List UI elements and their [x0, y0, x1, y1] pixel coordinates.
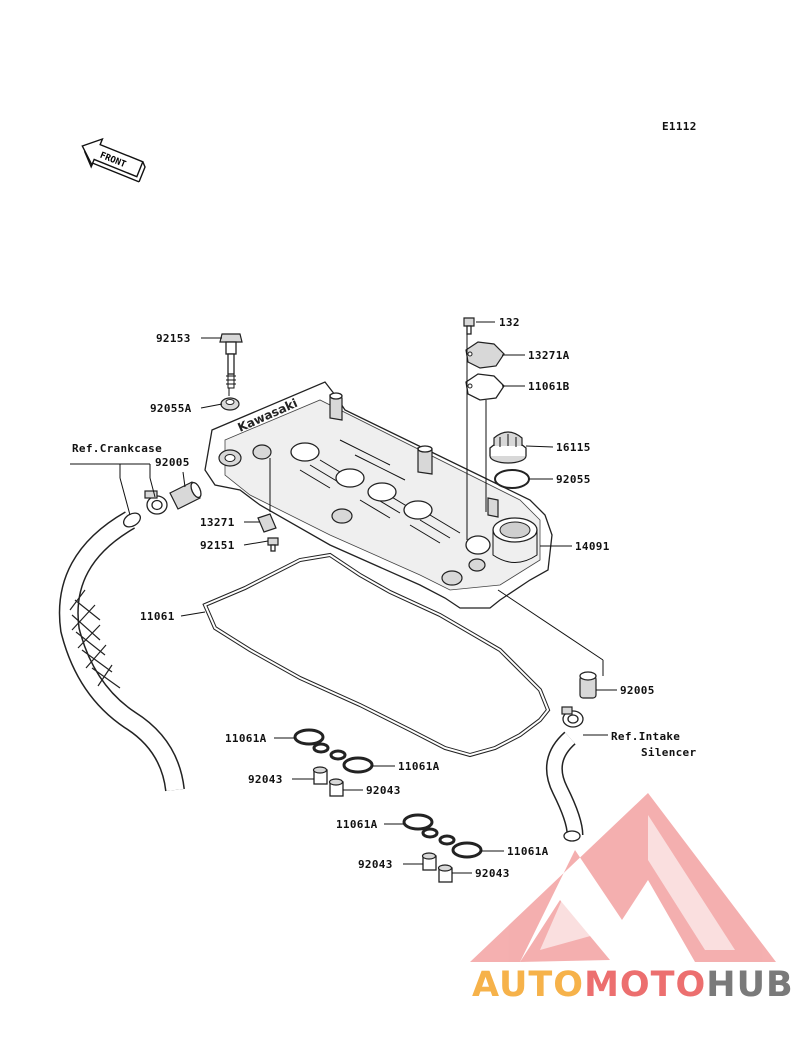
fitting-92005-right-icon [579, 671, 597, 699]
label-11061A-4: 11061A [507, 845, 549, 858]
filler-cap-16115-icon [489, 431, 527, 464]
label-13271A: 13271A [528, 349, 570, 362]
collar-92043-3-icon [421, 852, 437, 871]
grommet-11061A-1-icon [293, 728, 330, 754]
label-11061B: 11061B [528, 380, 570, 393]
label-132: 132 [499, 316, 520, 329]
label-ref-intake: Ref.Intake [611, 730, 680, 743]
collar-92043-2-icon [328, 778, 344, 797]
watermark-logo-icon [470, 793, 776, 962]
label-92043-1: 92043 [248, 773, 283, 786]
label-92043-2: 92043 [366, 784, 401, 797]
svg-text:AUTOMOTOHUB: AUTOMOTOHUB [472, 965, 794, 1005]
label-11061A-2: 11061A [398, 760, 440, 773]
grommet-11061A-4-icon [438, 834, 483, 859]
label-92153: 92153 [156, 332, 191, 345]
watermark-auto: AUTO [472, 965, 584, 1005]
breather-hose-left [58, 511, 185, 792]
watermark-hub: HUB [706, 965, 793, 1005]
label-16115: 16115 [556, 441, 591, 454]
label-92043-3: 92043 [358, 858, 393, 871]
o-ring-92055-icon [494, 469, 530, 489]
label-13271: 13271 [200, 516, 235, 529]
leader-lines [70, 321, 617, 874]
bolt-132-icon [463, 317, 475, 335]
front-arrow-icon: FRONT [81, 137, 146, 183]
label-ref-intake-silencer: Silencer [641, 746, 696, 759]
label-92055A: 92055A [150, 402, 192, 415]
label-92005-right: 92005 [620, 684, 655, 697]
fitting-92005-left-icon [169, 481, 202, 510]
collar-92043-1-icon [312, 766, 328, 785]
label-11061A-3: 11061A [336, 818, 378, 831]
valve-cover: Kawasaki [204, 381, 553, 609]
label-92055: 92055 [556, 473, 591, 486]
label-11061A-1: 11061A [225, 732, 267, 745]
label-92151: 92151 [200, 539, 235, 552]
label-ref-crankcase: Ref.Crankcase [72, 442, 162, 455]
bracket-13271-icon [257, 513, 277, 533]
clamp-left-icon [144, 490, 168, 515]
bolt-92151-icon [267, 537, 279, 552]
watermark-text: AUTOMOTOHUB [472, 965, 794, 1005]
grommet-11061A-2-icon [329, 749, 374, 774]
washer-92055A-icon [220, 397, 240, 411]
label-92043-4: 92043 [475, 867, 510, 880]
gasket-11061B-icon [465, 373, 505, 401]
breather-hose-right [545, 731, 584, 842]
label-14091: 14091 [575, 540, 610, 553]
plate-13271A-icon [465, 341, 505, 369]
grommet-11061A-3-icon [402, 813, 439, 839]
collar-92043-4-icon [437, 864, 453, 883]
gasket-11061 [202, 552, 551, 758]
label-11061: 11061 [140, 610, 175, 623]
diagram-code: E1112 [662, 120, 697, 133]
watermark-moto: MOTO [584, 965, 706, 1005]
label-92005-left: 92005 [155, 456, 190, 469]
bolt-92153-icon [219, 333, 243, 389]
clamp-right-icon [561, 706, 584, 728]
